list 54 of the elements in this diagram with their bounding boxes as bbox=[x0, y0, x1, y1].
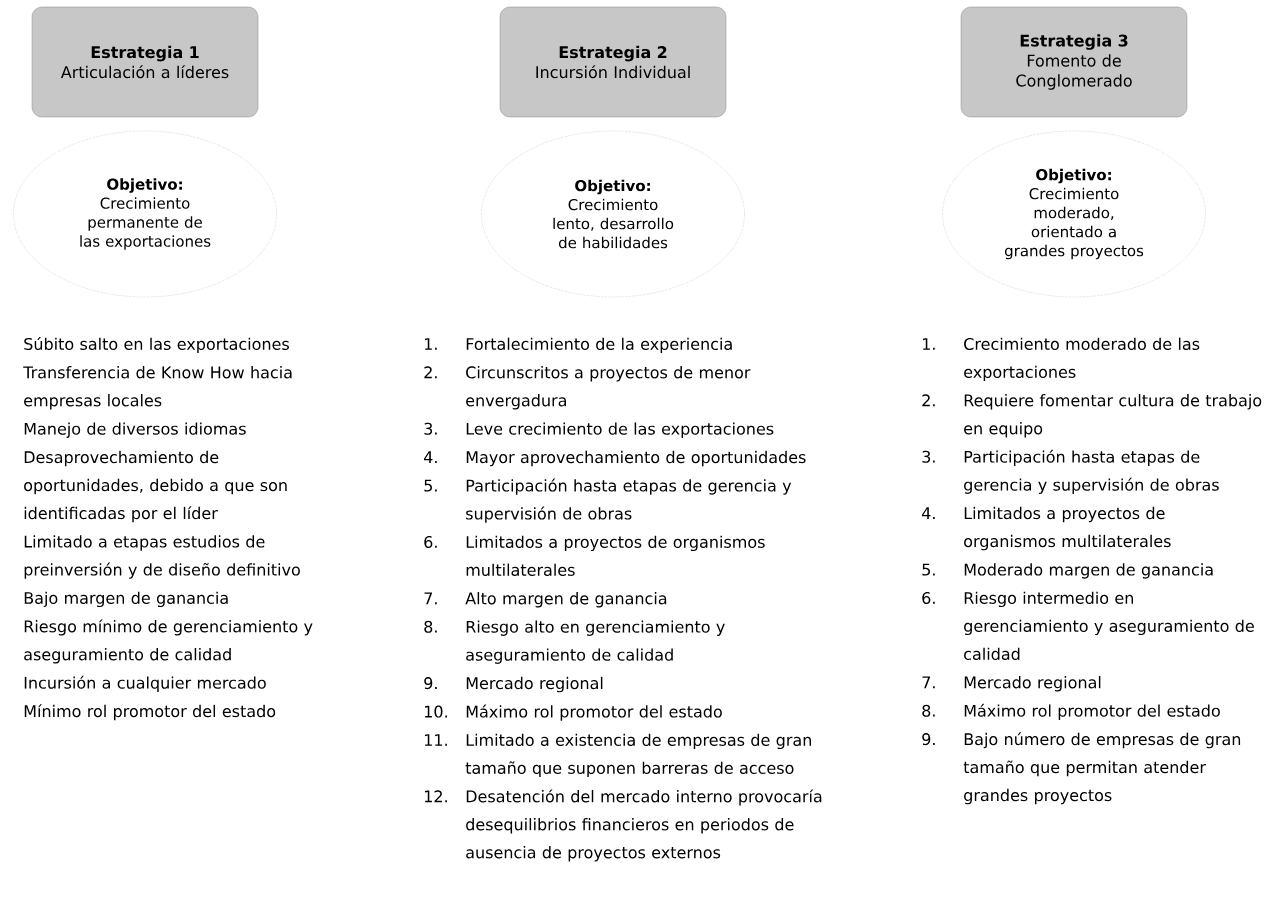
list-item-text: Súbito salto en las exportaciones bbox=[24, 337, 289, 354]
list-number: 4. bbox=[424, 451, 437, 463]
list-item-text: Leve crecimiento de las exportaciones bbox=[466, 422, 774, 438]
list-item-text: Requiere fomentar cultura de trabajo en equipo bbox=[964, 394, 1262, 438]
list-item-text: Crecimiento moderado de las exportaciones bbox=[964, 337, 1200, 382]
strategy-box: Estrategia 2 Incursión Individual bbox=[499, 6, 727, 118]
list-number: 9. bbox=[922, 733, 935, 746]
list-number: 2. bbox=[922, 394, 935, 407]
list-number: 10. bbox=[424, 705, 447, 718]
list-item-text: Mayor aprovechamiento de oportunidades bbox=[466, 450, 806, 467]
list-item-text: Limitado a etapas estudios de preinversión y de diseño definitivo bbox=[24, 535, 300, 579]
list-item-text: Máximo rol promotor del estado bbox=[964, 703, 1220, 720]
list-number: 3. bbox=[424, 422, 437, 435]
list-item-text: Mercado regional bbox=[964, 676, 1101, 692]
list-item-text: Limitados a proyectos de organismos multilaterales bbox=[466, 535, 765, 576]
list-item-text: Participación hasta etapas de gerencia y supervisión de obras bbox=[466, 478, 792, 523]
list-item-text: Participación hasta etapas de gerencia y supervisión de obras bbox=[964, 449, 1219, 494]
strategy-box: Estrategia 3 Fomento de Conglomerado bbox=[960, 6, 1188, 118]
list-item-text: Alto margen de ganancia bbox=[465, 592, 667, 608]
list-number: 5. bbox=[922, 563, 935, 576]
list-number: 3. bbox=[922, 450, 935, 463]
list-item-text: Bajo número de empresas de gran tamaño que permitan atender grandes proyectos bbox=[963, 732, 1241, 805]
list-number: 2. bbox=[424, 366, 437, 379]
list-number: 1. bbox=[922, 338, 935, 350]
list-number: 1. bbox=[424, 338, 437, 350]
list-item-text: Moderado margen de ganancia bbox=[964, 563, 1213, 579]
list-number: 6. bbox=[424, 535, 437, 548]
list-item-text: Fortalecimiento de la experiencia bbox=[466, 337, 732, 354]
list-item-text: Mercado regional bbox=[466, 676, 603, 693]
list-number: 11. bbox=[424, 734, 447, 746]
list-number: 8. bbox=[922, 704, 935, 717]
list-number: 12. bbox=[424, 790, 447, 803]
list-item-text: Transferencia de Know How hacia empresas locales bbox=[23, 366, 292, 410]
list-item-text: Limitado a existencia de empresas de gran tamaño que suponen barreras de acceso bbox=[465, 733, 811, 778]
list-number: 5. bbox=[424, 479, 437, 492]
list-number: 4. bbox=[922, 507, 935, 519]
list-item-text: Máximo rol promotor del estado bbox=[466, 704, 722, 721]
list-number: 9. bbox=[424, 677, 437, 690]
list-number: 8. bbox=[424, 620, 437, 633]
list-item-text: Riesgo intermedio en gerenciamiento y aseguramiento de calidad bbox=[964, 591, 1254, 660]
list-item-text: Riesgo mínimo de gerenciamiento y aseguramiento de calidad bbox=[24, 619, 313, 664]
list-item-text: Limitados a proyectos de organismos multilaterales bbox=[964, 506, 1171, 551]
list-number: 7. bbox=[922, 676, 935, 689]
list-item-text: Mínimo rol promotor del estado bbox=[24, 704, 276, 721]
list-item-text: Desaprovechamiento de oportunidades, debido a que son identificadas por el líder bbox=[24, 450, 287, 523]
list-item-text: Bajo margen de ganancia bbox=[24, 591, 228, 608]
list-number: 6. bbox=[922, 591, 935, 604]
list-item-text: Circunscritos a proyectos de menor envergadura bbox=[466, 366, 751, 410]
list-item-text: Desatención del mercado interno provocaría desequilibrios financieros en periodos de ausencia de proyectos externos bbox=[466, 789, 822, 862]
list-item-text: Incursión a cualquier mercado bbox=[24, 675, 266, 692]
list-item-text: Riesgo alto en gerenciamiento y aseguramiento de calidad bbox=[466, 620, 725, 664]
list-number: 7. bbox=[424, 592, 437, 605]
strategy-box: Estrategia 1 Articulación a líderes bbox=[31, 6, 259, 118]
list-item-text: Manejo de diversos idiomas bbox=[24, 422, 246, 438]
